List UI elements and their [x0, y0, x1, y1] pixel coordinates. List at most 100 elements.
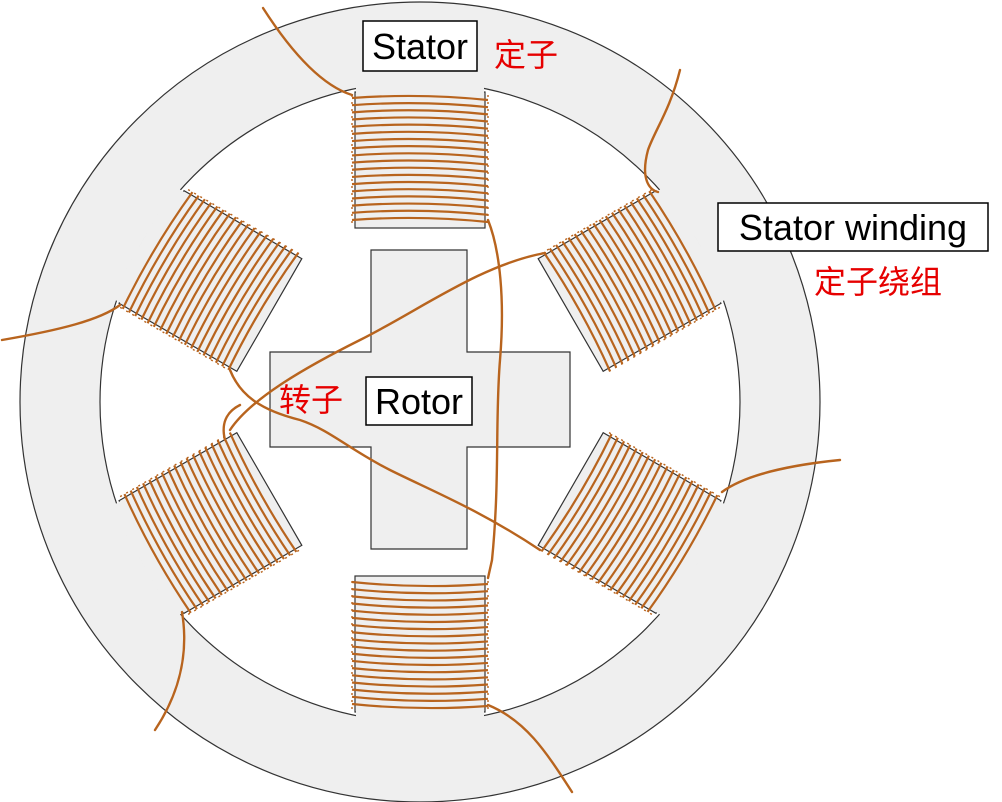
coil-turn [542, 251, 611, 372]
stator-pole [351, 81, 489, 229]
coil-turn [578, 455, 650, 574]
coil-turn [351, 674, 489, 681]
coil-turn [198, 450, 267, 571]
stator-winding-label-text: Stator winding [739, 207, 967, 248]
stator-pole-joint [356, 81, 484, 95]
coil-right-edge [119, 432, 232, 498]
coil-turn [603, 469, 675, 588]
coil-turn [351, 180, 489, 188]
coil-turn [351, 173, 489, 181]
coil-turn [227, 252, 300, 371]
coil-turn [547, 437, 619, 556]
coil-turn [146, 205, 219, 324]
coil-right-edge [608, 306, 721, 372]
coil-turn [565, 447, 638, 566]
coil-turn [202, 238, 275, 357]
coil-turn [351, 216, 489, 224]
stator-label-box [362, 20, 478, 72]
coil-turn [190, 230, 262, 349]
coil-turn [351, 652, 489, 659]
coil-turn [148, 479, 217, 600]
wire-bottom-left-lead [153, 610, 186, 732]
coil-right-edge [540, 549, 653, 615]
coil-turn [540, 433, 613, 552]
wire-center-to-right [228, 251, 547, 432]
coil-turn [596, 465, 669, 584]
coil-turn [561, 240, 630, 361]
coil-turn [179, 461, 248, 582]
coil-turn [648, 190, 717, 311]
coil-turn [129, 490, 198, 610]
rotor-label-text: Rotor [375, 381, 463, 422]
coil-turn [351, 137, 489, 145]
coil-left-edge [119, 306, 232, 372]
coil-turn [586, 226, 655, 347]
coil-left-edge [540, 189, 653, 255]
coil-turn [579, 229, 649, 350]
coil-turn [210, 443, 279, 564]
stator-pole-joint [356, 709, 484, 723]
coil-turn [142, 482, 211, 603]
coil-turn [185, 457, 254, 578]
coil-turn [351, 616, 489, 624]
coil-turn [351, 595, 489, 602]
coil-turn [351, 130, 489, 137]
coil-turn [351, 688, 489, 695]
stator-winding-label-box [717, 202, 989, 252]
coil-turn [351, 695, 489, 703]
coil-turn [221, 248, 293, 367]
wire-left-lead [0, 303, 122, 342]
stator-pole [110, 186, 303, 373]
coil-turn [154, 475, 223, 596]
coil-turn [196, 234, 268, 353]
stator-pole [537, 186, 730, 373]
stator-poles [110, 81, 730, 723]
coil-turn [140, 202, 212, 321]
coil-turn [229, 432, 298, 553]
stator-ring [19, 1, 821, 802]
coil-turn [351, 602, 489, 609]
coil-turn [351, 94, 489, 102]
wire-right-lead [720, 458, 842, 494]
coil-turn [573, 233, 642, 354]
coil-turn [135, 486, 205, 607]
coil-turn [634, 487, 706, 606]
coil-turn [177, 223, 250, 342]
coil-turn [351, 659, 489, 667]
coil-turn [351, 101, 489, 109]
coil-turn [617, 208, 686, 329]
stator-pole-joint [653, 500, 730, 618]
rotor-label: Rotor [365, 376, 473, 426]
coil-turn [642, 194, 711, 314]
coil-turn [572, 451, 644, 570]
coil-turn [165, 216, 237, 335]
coil-turn [152, 209, 225, 328]
coil-turn [628, 483, 700, 602]
coil-turn [183, 227, 256, 346]
coil-turn [191, 454, 261, 575]
coil-turn [590, 462, 663, 581]
coil-turn [615, 476, 688, 595]
coil-turn [604, 215, 674, 336]
coil-turn [611, 212, 680, 332]
coil-turn [216, 439, 285, 560]
coil-turn [351, 188, 489, 195]
coil-turn [351, 209, 489, 216]
coil-turn [548, 247, 618, 368]
coil-turn [635, 197, 705, 318]
coil-turn [351, 681, 489, 688]
coil-turn [351, 588, 489, 595]
wire-top-to-rotor [486, 218, 504, 580]
coil-turn [646, 494, 719, 613]
stator-pole-joint [110, 186, 187, 304]
coil-turn [123, 493, 192, 614]
coil-turn [351, 166, 489, 173]
rotor-label-box [365, 376, 473, 426]
coil-turn [351, 152, 489, 159]
coil-turn [160, 472, 229, 592]
coil-turn [173, 464, 242, 585]
coil-turn [351, 116, 489, 123]
coil-right-edge [187, 189, 300, 255]
coil-turn [222, 436, 292, 557]
